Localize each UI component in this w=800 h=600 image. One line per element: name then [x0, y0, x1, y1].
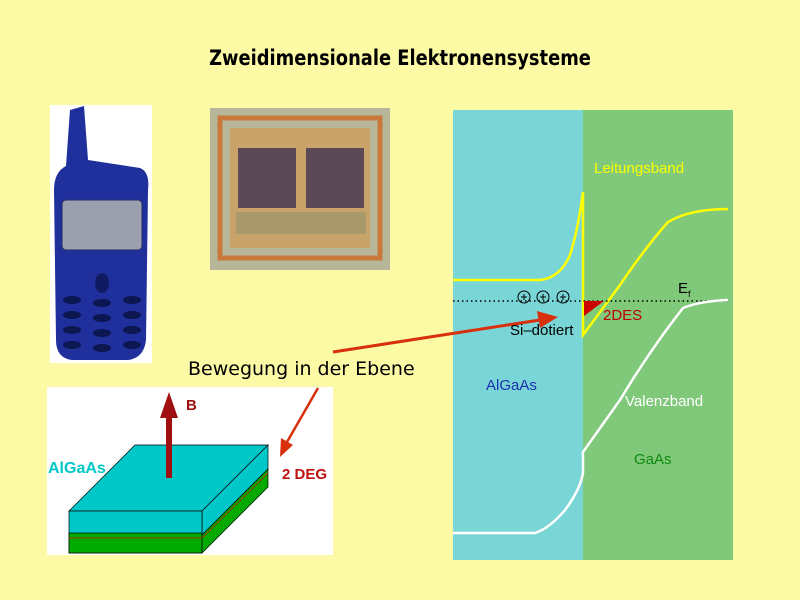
2deg-label: 2 DEG [282, 466, 328, 483]
b-field-arrow [166, 416, 172, 478]
band-diagram [453, 110, 733, 560]
valence-band-label: Valenzband [625, 393, 704, 410]
caption-bewegung: Bewegung in der Ebene [188, 358, 415, 380]
gaas-label: GaAs [634, 451, 672, 468]
fermi-level-label: Ef [678, 280, 691, 299]
pointer-arrows [280, 311, 558, 457]
algaas-layer-label: AlGaAs [48, 460, 106, 477]
mobile-phone-image [50, 105, 152, 363]
algaas-label: AlGaAs [486, 377, 537, 394]
fermi-subscript: f [688, 289, 691, 299]
layer-diagram [47, 387, 333, 555]
conduction-band-curve [453, 191, 729, 339]
2des-label: 2DES [603, 307, 643, 324]
conduction-band-label: Leitungsband [594, 160, 685, 177]
donor-charges [517, 290, 570, 304]
doping-label: Si–dotiert [510, 322, 574, 339]
valence-band-curve [453, 298, 729, 535]
chip-photo [210, 108, 390, 270]
slide-title: Zweidimensionale Elektronensysteme [209, 46, 591, 70]
2des-region [584, 301, 604, 316]
fermi-e: E [678, 280, 689, 297]
b-field-label: B [186, 397, 197, 414]
